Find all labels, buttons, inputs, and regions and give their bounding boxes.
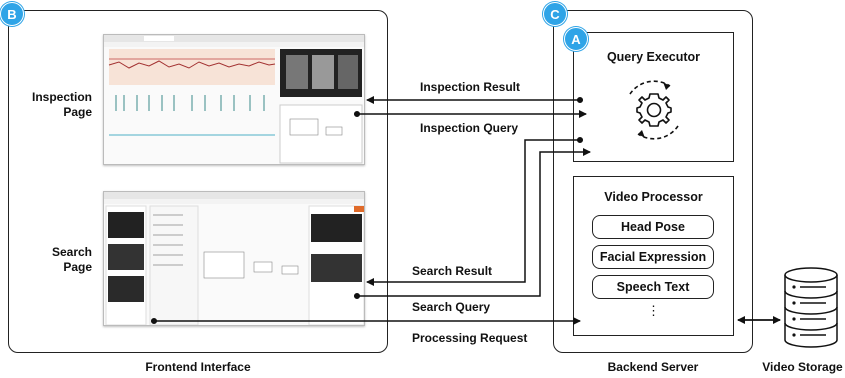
inspection-page-label-line1: Inspection xyxy=(31,90,92,104)
search-page-thumbnail-art xyxy=(104,192,364,325)
backend-badge: C xyxy=(543,2,567,26)
search-page-screenshot xyxy=(103,191,365,326)
more-processors-ellipsis: ⋮ xyxy=(647,303,660,318)
inspection-result-label: Inspection Result xyxy=(420,80,521,94)
inspection-page-screenshot xyxy=(103,34,365,165)
inspection-page-label: Inspection Page xyxy=(22,90,92,120)
search-query-label: Search Query xyxy=(412,300,491,314)
inspection-page-thumbnail-art xyxy=(104,35,364,164)
query-executor-title: Query Executor xyxy=(606,50,701,64)
search-page-label: Search Page xyxy=(22,245,92,275)
backend-caption: Backend Server xyxy=(607,360,699,374)
inspection-page-label-line2: Page xyxy=(63,105,92,119)
video-processor-title: Video Processor xyxy=(604,190,703,204)
search-page-label-line1: Search xyxy=(51,245,92,259)
head-pose-item: Head Pose xyxy=(592,215,714,239)
search-result-label: Search Result xyxy=(412,264,493,278)
query-executor-badge: A xyxy=(564,27,588,51)
frontend-badge: B xyxy=(0,2,24,26)
inspection-query-label: Inspection Query xyxy=(420,121,519,135)
facial-expression-item: Facial Expression xyxy=(592,245,714,269)
frontend-caption: Frontend Interface xyxy=(145,360,251,374)
speech-text-item: Speech Text xyxy=(592,275,714,299)
search-result-arrow xyxy=(366,139,580,286)
storage-caption: Video Storage xyxy=(762,360,843,374)
search-page-label-line2: Page xyxy=(63,260,92,274)
processing-request-label: Processing Request xyxy=(412,331,528,345)
